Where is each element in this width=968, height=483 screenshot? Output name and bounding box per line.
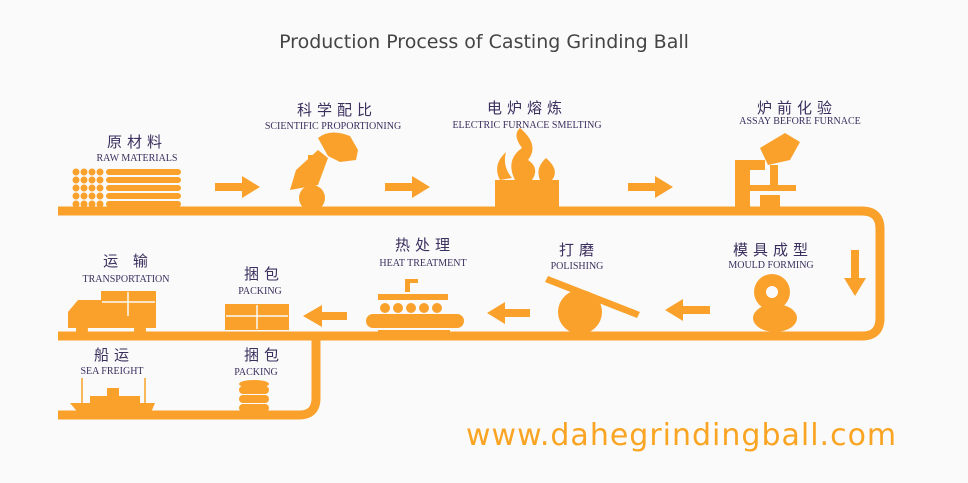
arrow-left-icon: [303, 299, 710, 327]
step-mould-en: MOULD FORMING: [728, 260, 814, 271]
step-polishing-en: POLISHING: [550, 261, 604, 272]
mould-icon: [753, 274, 797, 332]
step-raw-materials-cn: 原材料: [106, 133, 168, 151]
step-heat-cn: 热处理: [394, 236, 456, 254]
microscope-icon: [735, 133, 800, 210]
truck-icon: [68, 291, 156, 336]
ship-icon: [70, 378, 155, 415]
polishing-icon: [545, 276, 640, 334]
step-polishing-cn: 打磨: [558, 241, 600, 259]
step-mould-cn: 模具成型: [732, 241, 814, 259]
step-proportioning-en: SCIENTIFIC PROPORTIONING: [264, 121, 402, 132]
step-assay-en: ASSAY BEFORE FURNACE: [739, 116, 861, 127]
step-transport-en: TRANSPORTATION: [82, 274, 170, 285]
step-smelting-en: ELECTRIC FURNACE SMELTING: [452, 120, 602, 131]
step-smelting-cn: 电炉熔炼: [486, 99, 568, 117]
website-url: www.dahegrindingball.com: [466, 418, 898, 453]
raw-materials-icon: [72, 168, 181, 208]
barrel-icon: [239, 380, 269, 412]
step-transport-cn: 运 输: [103, 252, 153, 270]
step-packing2-en: PACKING: [234, 367, 278, 378]
arrow-right-icon: [215, 176, 673, 198]
step-sea-cn: 船运: [93, 346, 135, 364]
step-proportioning-cn: 科学配比: [296, 101, 378, 119]
heat-treatment-icon: [366, 279, 464, 336]
packing-box-icon: [225, 304, 289, 330]
diagram-title: Production Process of Casting Grinding B…: [279, 31, 689, 53]
step-sea-en: SEA FREIGHT: [80, 366, 144, 377]
furnace-icon: [495, 128, 559, 210]
step-assay-cn: 炉前化验: [756, 99, 838, 117]
step-packing2-cn: 捆包: [243, 346, 285, 364]
arrow-down-icon: [844, 250, 866, 296]
proportioning-icon: [290, 132, 358, 211]
step-heat-en: HEAT TREATMENT: [379, 258, 467, 269]
step-packing-cn: 捆包: [243, 265, 285, 283]
step-raw-materials-en: RAW MATERIALS: [96, 153, 178, 164]
flow-line: [58, 206, 885, 420]
step-packing-en: PACKING: [238, 286, 282, 297]
